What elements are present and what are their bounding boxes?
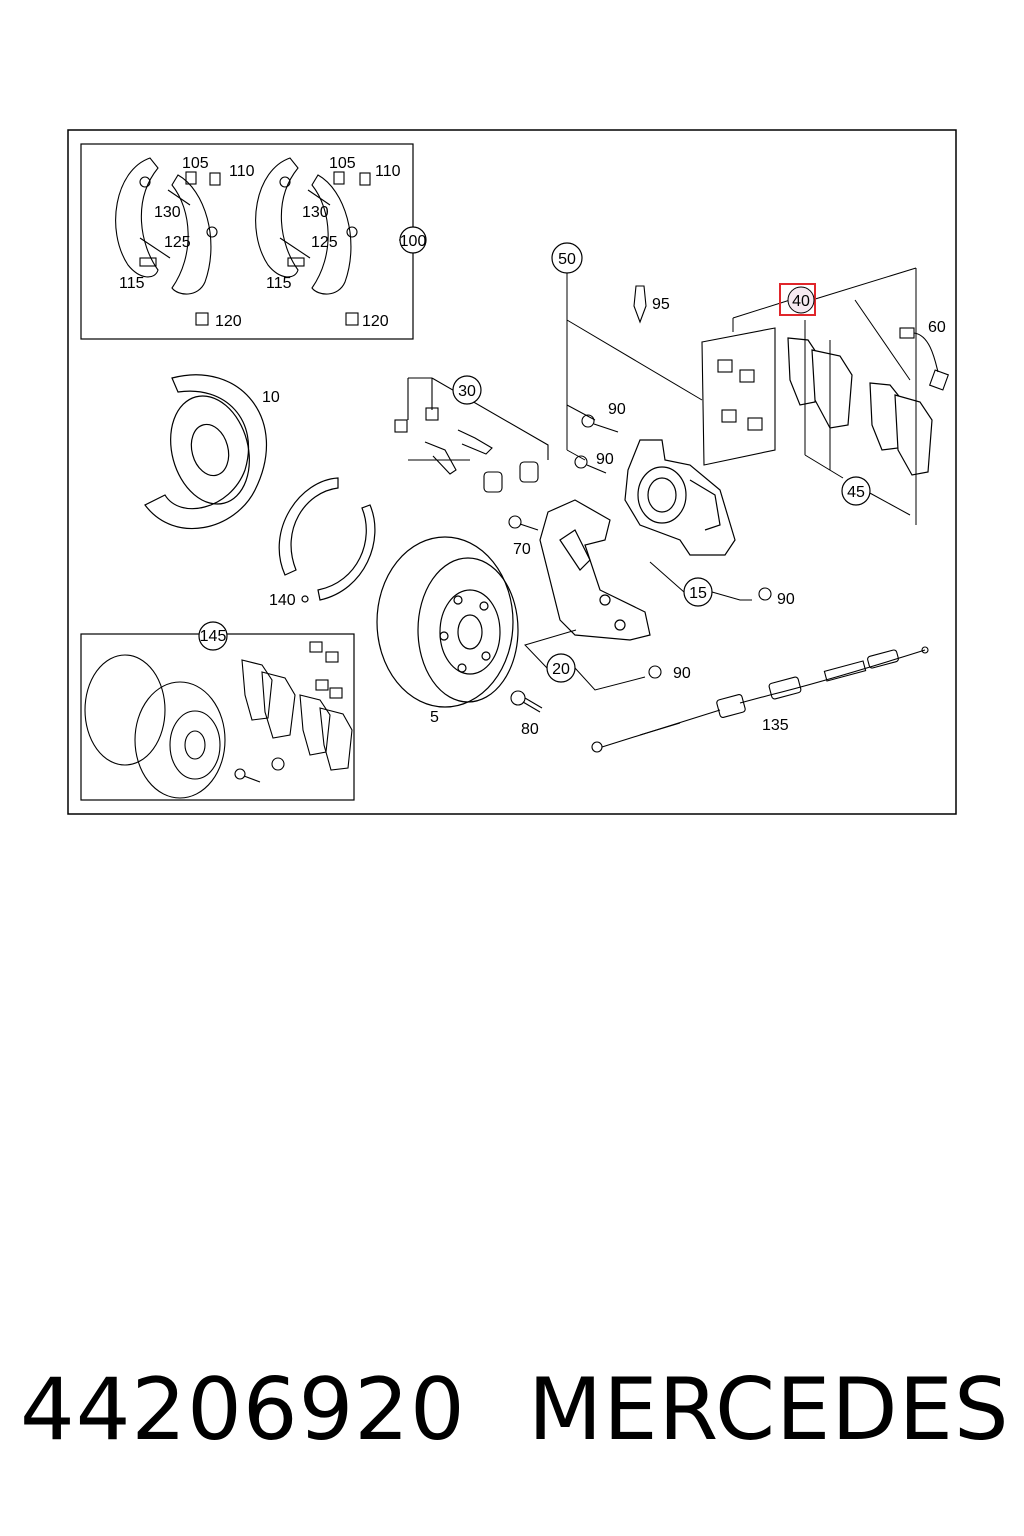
- brake-shoe-set-right: [255, 157, 371, 326]
- callout-100: 100: [400, 233, 427, 250]
- callout-90-upper: 90: [608, 401, 626, 418]
- callout-90-middle: 90: [596, 451, 614, 468]
- brake-kit-discs-pads: [84, 641, 353, 799]
- callout-110-left: 110: [229, 163, 255, 180]
- callout-125-right: 125: [311, 234, 338, 251]
- backing-plate: [144, 374, 267, 530]
- callout-120-right: 120: [362, 313, 389, 330]
- parking-brake-cable: [591, 646, 929, 753]
- callout-90-lower: 90: [673, 665, 691, 682]
- wear-sensor: [899, 327, 950, 391]
- inset-brake-kit: [80, 633, 355, 801]
- parking-brake-shoes: [278, 477, 376, 603]
- callout-45: 45: [847, 484, 865, 501]
- callout-130-left: 130: [154, 204, 181, 221]
- part-number: 44206920: [20, 1360, 466, 1460]
- callout-145: 145: [200, 628, 227, 645]
- callout-105-right: 105: [329, 155, 356, 172]
- callout-10: 10: [262, 389, 280, 406]
- brake-pads: [787, 337, 933, 476]
- callout-130-right: 130: [302, 204, 329, 221]
- callout-105-left: 105: [182, 155, 209, 172]
- callout-50: 50: [558, 251, 576, 268]
- callout-40: 40: [792, 293, 810, 310]
- callout-5: 5: [430, 709, 439, 726]
- callout-140: 140: [269, 592, 296, 609]
- callout-70: 70: [513, 541, 531, 558]
- caliper-carrier: [539, 499, 651, 641]
- callout-90-right: 90: [777, 591, 795, 608]
- bleeder-valve: [633, 285, 647, 324]
- brake-parts-diagram: 100 105 110 130 125 115 120 105 110 130 …: [67, 129, 957, 815]
- footer: 44206920 MERCEDES: [0, 1360, 1024, 1470]
- brake-disc: [376, 536, 519, 708]
- callout-20: 20: [552, 661, 570, 678]
- disc-bolt: [510, 690, 543, 713]
- callout-125-left: 125: [164, 234, 191, 251]
- callout-115-left: 115: [119, 275, 145, 292]
- brake-caliper: [624, 439, 736, 556]
- callout-95: 95: [652, 296, 670, 313]
- brand-name: MERCEDES: [528, 1360, 1010, 1460]
- highlight-box: [779, 283, 816, 316]
- pad-hardware-kit: [701, 327, 776, 466]
- callout-115-right: 115: [266, 275, 292, 292]
- bolts-90: [574, 414, 772, 679]
- brake-shoe-set-left: [115, 157, 221, 326]
- guide-pin-kit: [394, 377, 549, 493]
- callout-110-right: 110: [375, 163, 401, 180]
- callout-60: 60: [928, 319, 946, 336]
- diagram-frame: [67, 129, 957, 815]
- callout-80: 80: [521, 721, 539, 738]
- callout-15: 15: [689, 585, 707, 602]
- carrier-bolt: [508, 515, 539, 531]
- callout-30: 30: [458, 383, 476, 400]
- callout-135: 135: [762, 717, 789, 734]
- callout-120-left: 120: [215, 313, 242, 330]
